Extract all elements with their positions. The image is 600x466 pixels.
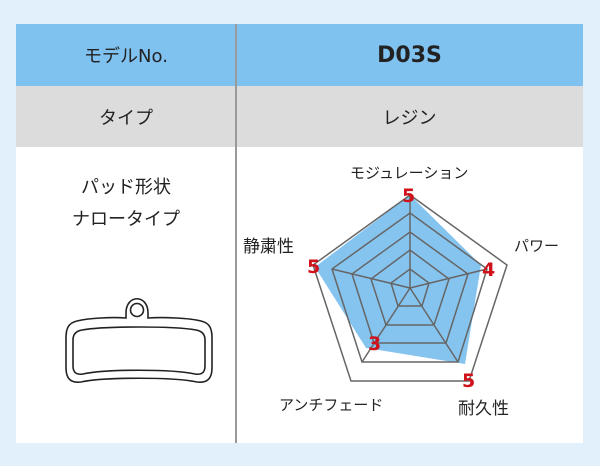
model-row: モデルNo. D03S <box>16 24 583 86</box>
score-power: 4 <box>482 259 496 281</box>
type-value: レジン <box>382 107 437 129</box>
axis-label-antifade: アンチフェード <box>279 396 384 414</box>
score-antifade: 3 <box>368 333 382 355</box>
type-row: タイプ レジン <box>16 86 583 147</box>
radar-chart <box>312 194 508 382</box>
brake-pad-narrow-icon <box>65 297 213 383</box>
model-value: D03S <box>377 42 442 68</box>
axis-label-modulation: モジュレーション <box>350 164 469 182</box>
radar-data-area <box>315 195 481 364</box>
axis-label-power: パワー <box>514 237 560 255</box>
spec-table: モデルNo. D03S タイプ レジン パッド形状 ナロータイプ <box>16 24 583 443</box>
column-divider <box>235 24 237 443</box>
axis-label-durability: 耐久性 <box>458 399 509 419</box>
pad-shape-value: ナロータイプ <box>72 209 180 230</box>
pad-shape-title: パッド形状 <box>81 177 171 198</box>
type-label: タイプ <box>99 107 153 129</box>
score-quietness: 5 <box>307 256 321 278</box>
score-modulation: 5 <box>402 185 416 207</box>
axis-label-quietness: 静粛性 <box>243 237 294 257</box>
pad-shape-label: パッド形状 ナロータイプ <box>16 172 236 236</box>
score-durability: 5 <box>462 370 476 392</box>
radar-grid <box>312 194 508 382</box>
model-label: モデルNo. <box>84 46 168 67</box>
